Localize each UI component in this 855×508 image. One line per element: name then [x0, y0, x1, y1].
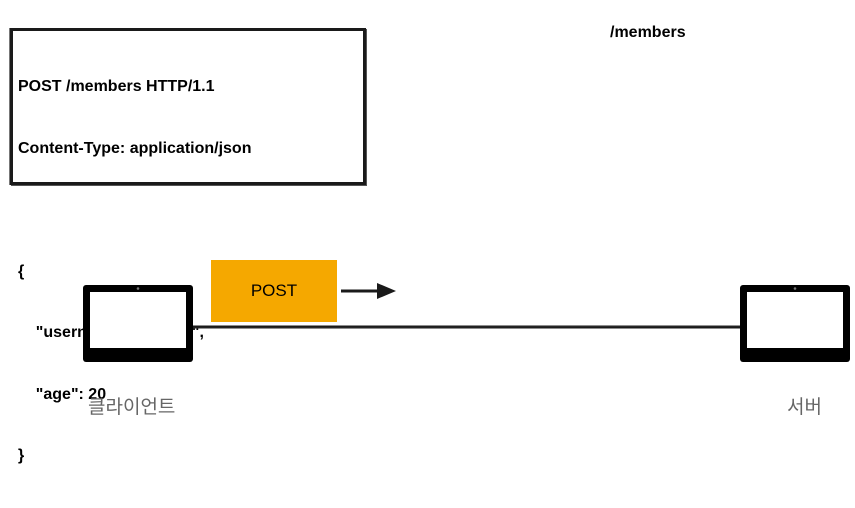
content-type-header: Content-Type: application/json — [18, 139, 252, 157]
json-close-brace: } — [18, 447, 25, 464]
json-age-field: "age": 20 — [18, 385, 107, 403]
connection-line — [191, 325, 743, 329]
client-monitor-icon — [83, 285, 193, 362]
request-line: POST /members HTTP/1.1 — [18, 78, 215, 95]
http-method-label: POST — [250, 281, 298, 300]
server-monitor-icon — [740, 285, 850, 362]
resource-path-label: /members — [610, 24, 686, 41]
json-open-brace: { — [18, 262, 25, 280]
client-label: 클라이언트 — [88, 396, 176, 418]
http-method-box: POST — [211, 260, 337, 322]
server-label: 서버 — [787, 396, 822, 418]
arrow-right-icon — [341, 283, 396, 299]
